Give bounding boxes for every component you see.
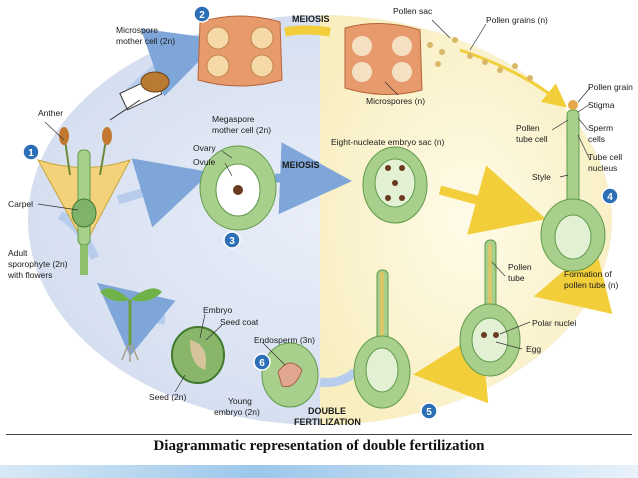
- label-sperm-cells-2: cells: [588, 134, 605, 144]
- adult-flower: [36, 127, 132, 275]
- label-seed-coat: Seed coat: [220, 317, 259, 327]
- label-embryo-sac: Eight-nucleate embryo sac (n): [331, 137, 445, 147]
- embryo-sac: [362, 146, 428, 224]
- step-6-number: 6: [259, 358, 265, 369]
- seedling: [100, 288, 162, 362]
- label-pollen-tube: Pollen: [508, 262, 532, 272]
- label-formation-1: Formation of: [564, 269, 612, 279]
- step-3-number: 3: [229, 236, 235, 247]
- label-young-1: Young: [228, 396, 252, 406]
- label-sperm-cells: Sperm: [588, 123, 613, 133]
- label-young-2: embryo (2n): [214, 407, 260, 417]
- pollen-sac: [344, 22, 423, 96]
- label-tube-cell-nucleus-2: nucleus: [588, 163, 617, 173]
- young-embryo-ovule: [261, 342, 319, 408]
- label-pollen-sac: Pollen sac: [393, 6, 433, 16]
- embryo-sac-to-style-arrow: [438, 165, 547, 235]
- label-pollen-grains: Pollen grains (n): [486, 15, 548, 25]
- step-1-number: 1: [28, 148, 34, 159]
- right-background: [320, 15, 612, 425]
- label-microspore-mother-2: mother cell (2n): [116, 36, 175, 46]
- caption-divider: [6, 434, 632, 435]
- label-megaspore: Megaspore: [212, 114, 255, 124]
- label-stigma: Stigma: [588, 100, 615, 110]
- pollen-tube-ovule: [459, 239, 521, 377]
- cycle-arrow-bottom: [319, 368, 358, 387]
- label-tube-cell-nucleus: Tube cell: [588, 152, 622, 162]
- flower-to-ovule-arrow: [116, 158, 211, 228]
- label-adult-2: sporophyte (2n): [8, 259, 68, 269]
- label-ovule: Ovule: [193, 157, 215, 167]
- anther-section: [109, 71, 170, 121]
- label-carpel: Carpel: [8, 199, 33, 209]
- label-double-2: FERTILIZATION: [294, 417, 361, 427]
- ovule: [199, 145, 277, 231]
- step-4-number: 4: [607, 192, 613, 203]
- double-fertilization-ovule: [353, 269, 411, 409]
- label-meiosis-top: MEIOSIS: [292, 14, 330, 24]
- label-endosperm: Endosperm (3n): [254, 335, 315, 345]
- label-anther: Anther: [38, 108, 63, 118]
- seed: [171, 326, 225, 384]
- microspore-mother-cell-block: [197, 15, 283, 87]
- label-polar-nuclei: Polar nuclei: [532, 318, 577, 328]
- label-pollen-grain: Pollen grain: [588, 82, 633, 92]
- cycle-arrow-bottom-left: [97, 282, 176, 357]
- label-pollen-tube-cell: Pollen: [516, 123, 540, 133]
- label-megaspore-2: mother cell (2n): [212, 125, 271, 135]
- footer-bar: [0, 465, 638, 478]
- label-style: Style: [532, 172, 551, 182]
- label-ovary: Ovary: [193, 143, 216, 153]
- label-meiosis-mid: MEIOSIS: [282, 160, 320, 170]
- step-2-number: 2: [199, 10, 205, 21]
- cycle-arrow-top: [284, 25, 331, 37]
- label-adult-3: with flowers: [7, 270, 52, 280]
- step-5-number: 5: [426, 407, 432, 418]
- label-pollen-tube-2: tube: [508, 273, 525, 283]
- label-microspore-mother: Microspore: [116, 25, 158, 35]
- label-microspores: Microspores (n): [366, 96, 425, 106]
- label-seed: Seed (2n): [149, 392, 186, 402]
- style-with-pollen: [540, 100, 606, 272]
- pollen-grain-dots: [427, 37, 533, 81]
- label-formation-2: pollen tube (n): [564, 280, 619, 290]
- label-embryo: Embryo: [203, 305, 233, 315]
- step-badges: 1 2 3 4 5 6: [22, 5, 619, 420]
- leader-lines: [37, 19, 591, 393]
- label-pollen-tube-cell-2: tube cell: [516, 134, 548, 144]
- label-egg: Egg: [526, 344, 541, 354]
- diagram-caption: Diagrammatic representation of double fe…: [153, 438, 485, 454]
- meiosis-mid-arrow: [274, 142, 352, 215]
- label-double-1: DOUBLE: [308, 406, 346, 416]
- label-adult-1: Adult: [8, 248, 28, 258]
